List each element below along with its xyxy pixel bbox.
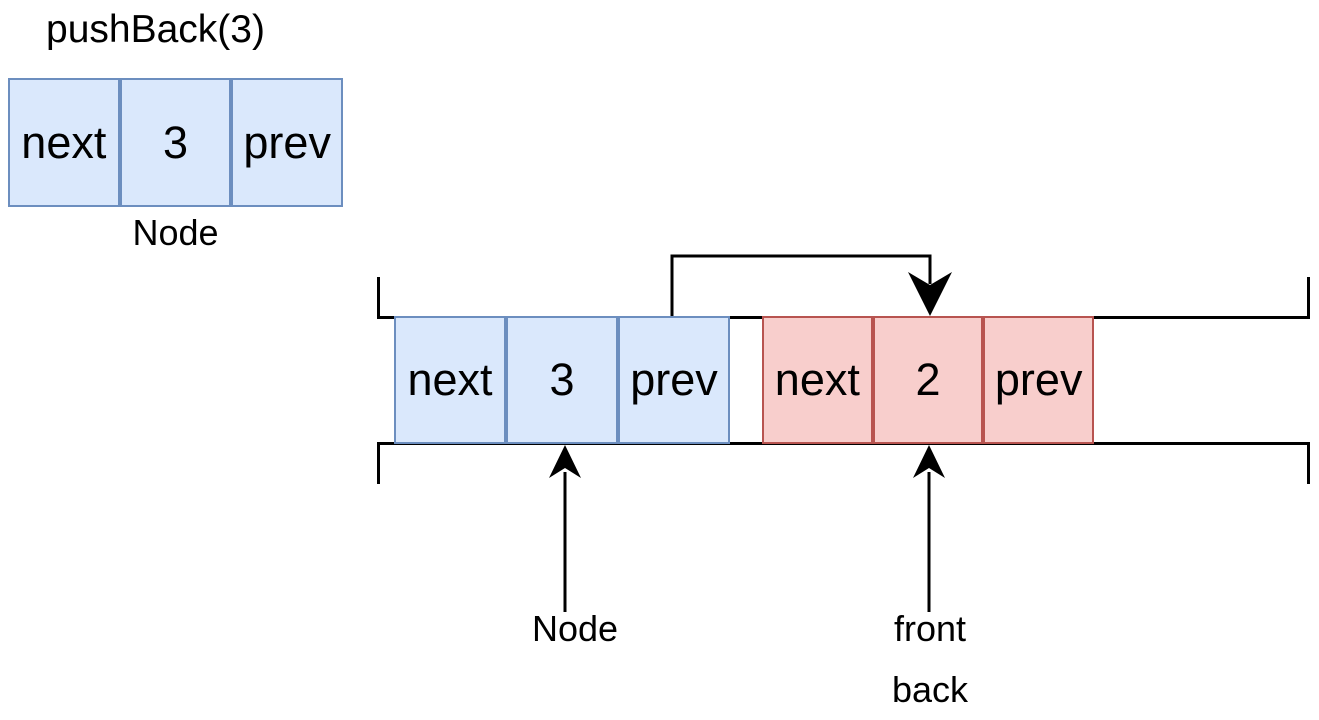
list-node-2-cell-prev: prev	[983, 316, 1095, 444]
front-pointer-label: front	[893, 608, 967, 649]
new-node-cell-next: next	[8, 78, 120, 207]
list-node-3-cell-value: 3	[506, 316, 618, 444]
operation-title: pushBack(3)	[46, 8, 265, 51]
new-node-cell-prev: prev	[231, 78, 344, 207]
new-node: next 3 prev	[8, 78, 344, 207]
list-node-3-cell-next: next	[394, 316, 506, 444]
prev-pointer-arrow-line	[670, 254, 932, 318]
list-node-2-cell-next: next	[762, 316, 873, 444]
back-pointer-label: back	[891, 669, 969, 710]
list-node-2: next 2 prev	[762, 316, 1095, 444]
front-back-pointer-arrowhead	[913, 445, 945, 478]
new-node-cell-value: 3	[119, 78, 232, 207]
new-node-label: Node	[132, 212, 219, 253]
prev-pointer-arrowhead	[908, 272, 952, 316]
list-node-2-cell-value: 2	[872, 316, 984, 444]
list-node-3: next 3 prev	[394, 316, 730, 444]
list-node-3-cell-prev: prev	[618, 316, 730, 444]
node-pointer-label: Node	[531, 608, 619, 649]
node-pointer-arrowhead	[549, 445, 581, 478]
